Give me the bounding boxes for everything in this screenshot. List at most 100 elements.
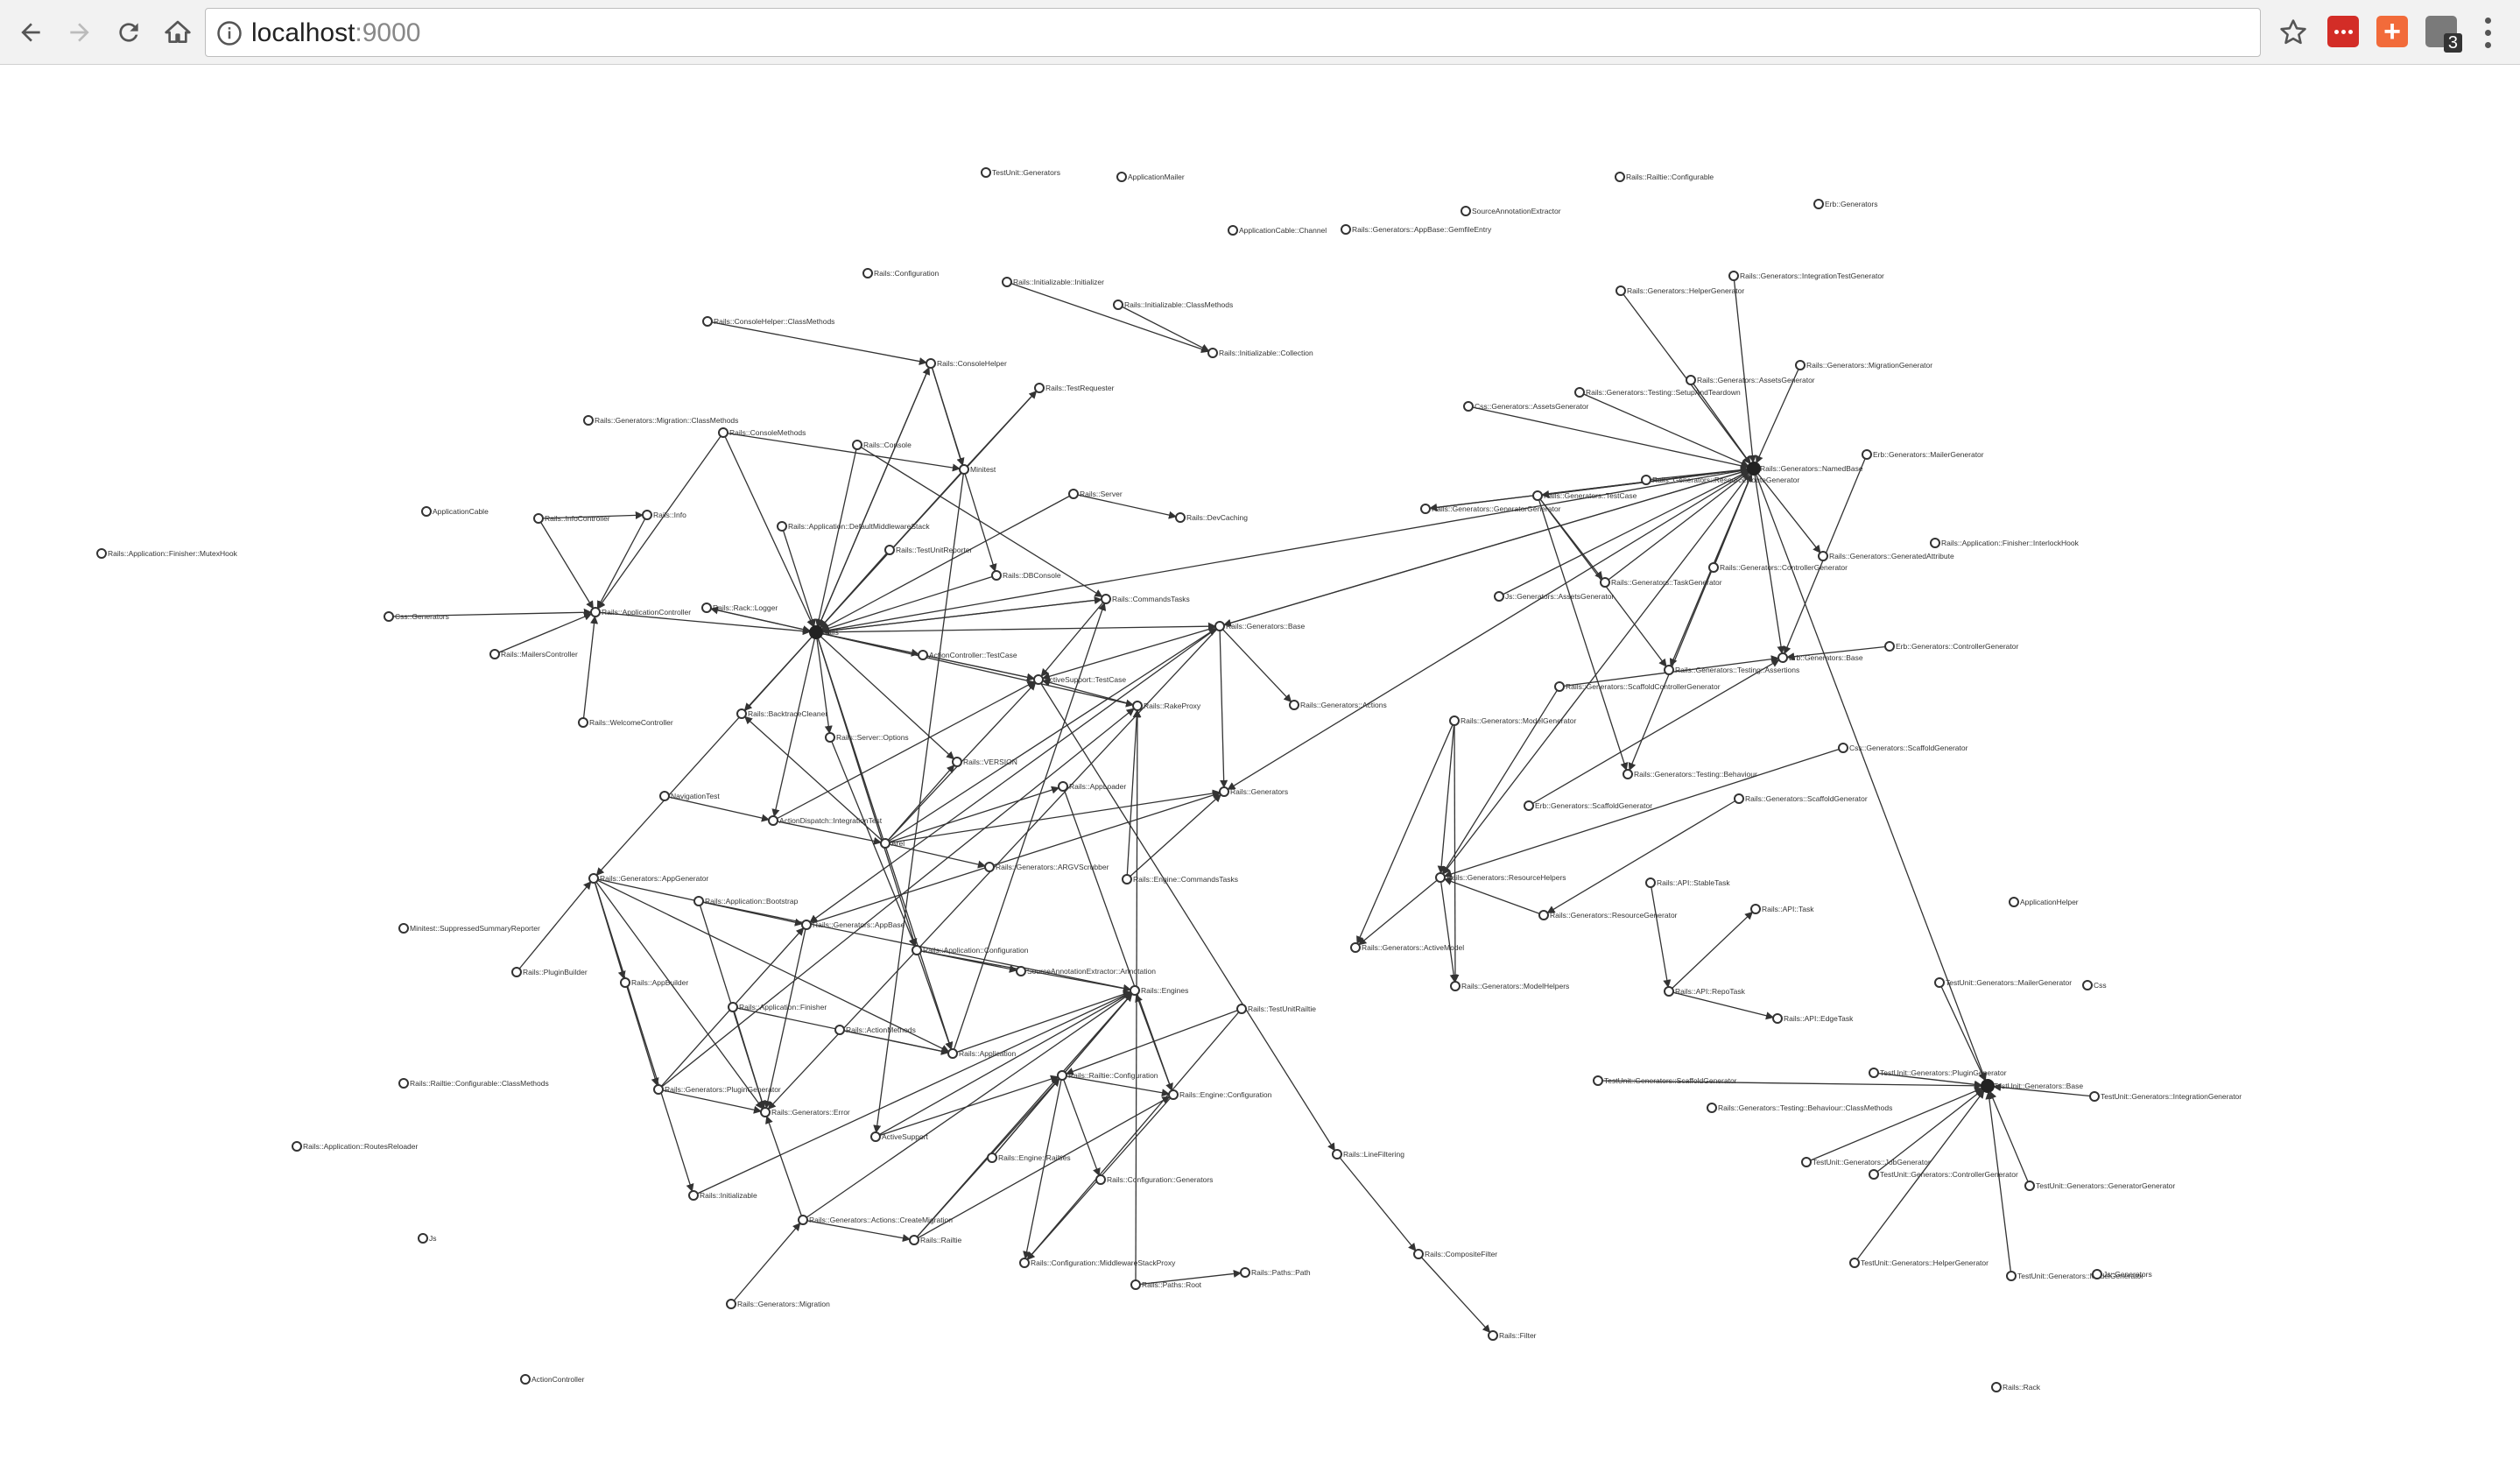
graph-node-circle[interactable] [1750,904,1761,914]
graph-node-circle[interactable] [1019,1258,1030,1268]
graph-node-circle[interactable] [1838,743,1848,753]
graph-node-circle[interactable] [981,167,991,178]
graph-node-circle[interactable] [520,1374,531,1385]
graph-node[interactable]: Js [418,1233,437,1244]
graph-node-circle[interactable] [1101,594,1111,604]
graph-node-circle[interactable] [1168,1089,1179,1100]
graph-node[interactable]: ApplicationMailer [1116,172,1185,182]
graph-node[interactable]: Rails::Engines [1130,985,1188,996]
graph-node[interactable]: NavigationTest [659,791,720,801]
graph-node-circle[interactable] [1532,490,1543,501]
graph-node-circle[interactable] [959,464,969,475]
graph-node-circle[interactable] [1175,512,1186,523]
graph-node[interactable]: Rails::Generators::IntegrationTestGenera… [1728,271,1884,281]
graph-node[interactable]: Css::Generators [384,611,449,622]
graph-node-circle[interactable] [1002,277,1012,287]
graph-node-circle[interactable] [620,977,630,988]
graph-node-circle[interactable] [1034,383,1045,393]
graph-node-circle[interactable] [1058,781,1068,792]
graph-node[interactable]: Rails::Generators::ResourceGenerator [1538,910,1678,920]
graph-node[interactable]: Rails::Generators::Testing::Behaviour::C… [1707,1103,1892,1113]
graph-node[interactable]: Rails::Paths::Path [1240,1267,1311,1278]
graph-node-circle[interactable] [984,862,995,872]
graph-node-circle[interactable] [1420,504,1431,514]
graph-node[interactable]: TestUnit::Generators::GeneratorGenerator [2024,1181,2175,1191]
graph-node[interactable]: Rails::Server [1068,489,1123,499]
graph-node-circle[interactable] [2089,1091,2100,1102]
graph-node-circle[interactable] [1818,551,1828,561]
graph-node[interactable]: Js::Generators [2092,1269,2152,1279]
info-icon[interactable] [216,20,243,46]
graph-node[interactable]: Rails::Railtie [909,1235,962,1245]
graph-node-circle[interactable] [489,649,500,659]
graph-node[interactable]: Rails::API::StableTask [1645,878,1730,888]
graph-node-circle[interactable] [1341,224,1351,235]
graph-node[interactable]: Erb::Generators::MailerGenerator [1862,449,1984,460]
graph-node[interactable]: SourceAnnotationExtractor::Annotation [1016,966,1156,976]
graph-node-circle[interactable] [418,1233,428,1244]
graph-node[interactable]: Rails::Application::Configuration [912,945,1029,955]
graph-node[interactable]: Rails::Filter [1488,1330,1537,1341]
graph-node-circle[interactable] [987,1152,997,1163]
graph-node-circle[interactable] [880,838,890,849]
graph-node-circle[interactable] [292,1141,302,1152]
graph-node-circle[interactable] [862,268,873,278]
graph-node[interactable]: Rails::Paths::Root [1130,1279,1202,1290]
graph-node[interactable]: Rails::Generators::TestCase [1532,490,1637,501]
graph-node-circle[interactable] [1450,981,1461,991]
graph-node[interactable]: Rails::Generators::ResourceHelpers [1435,872,1566,883]
graph-node-circle[interactable] [834,1025,845,1035]
graph-node-circle[interactable] [1435,872,1446,883]
graph-node-circle[interactable] [884,545,895,555]
graph-node[interactable]: Rails::Configuration::MiddlewareStackPro… [1019,1258,1176,1268]
graph-node[interactable]: Rails::ConsoleHelper [926,358,1007,369]
graph-node[interactable]: ActiveSupport [870,1131,929,1142]
graph-node[interactable]: TestUnit::Generators::MailerGenerator [1934,977,2072,988]
graph-node[interactable]: Rails::CompositeFilter [1413,1249,1497,1259]
graph-node[interactable]: Rails::Generators::Testing::Behaviour [1623,769,1757,779]
graph-node-circle[interactable] [1554,681,1565,692]
graph-node-circle[interactable] [1991,1382,2002,1392]
graph-node-circle[interactable] [1016,966,1026,976]
graph-node-circle[interactable] [1615,172,1625,182]
graph-node[interactable]: Rails::Generators::ARGVScrubber [984,862,1109,872]
graph-node[interactable]: Rails::LineFiltering [1332,1149,1404,1159]
graph-node-circle[interactable] [760,1107,771,1117]
graph-node[interactable]: Rails::Generators::Actions::CreateMigrat… [798,1215,953,1225]
graph-node[interactable]: Rails::CommandsTasks [1101,594,1190,604]
graph-node[interactable]: Rails::Generators::AppBase [801,920,905,930]
graph-node-circle[interactable] [1413,1249,1424,1259]
graph-node[interactable]: Rails::Generators::Testing::Assertions [1664,665,1799,675]
graph-node-circle[interactable] [1664,986,1674,997]
graph-node[interactable]: Rails::Generators::ControllerGenerator [1708,562,1848,573]
graph-node-circle[interactable] [1934,977,1945,988]
graph-node-circle[interactable] [1686,375,1696,385]
graph-node[interactable]: TestUnit::Generators::ControllerGenerato… [1869,1169,2018,1180]
graph-node[interactable]: Rails::Generators::Migration [726,1299,830,1309]
graph-node[interactable]: Rails::Generators::ModelHelpers [1450,981,1569,991]
graph-node-circle[interactable] [693,896,704,906]
graph-node-circle[interactable] [2024,1181,2035,1191]
graph-node[interactable]: Js::Generators::AssetsGenerator [1494,591,1614,602]
graph-node[interactable]: Rails::AppBuilder [620,977,688,988]
graph-node-circle[interactable] [2006,1271,2017,1281]
graph-node-circle[interactable] [1132,701,1143,711]
graph-node-circle[interactable] [398,923,409,934]
graph-node[interactable]: TestUnit::Generators [981,167,1060,178]
graph-node-circle[interactable] [578,717,588,728]
graph-node[interactable]: Erb::Generators::ControllerGenerator [1884,641,2018,652]
graph-node-circle[interactable] [768,815,778,826]
graph-node[interactable]: Rails::Generators::Base [1214,621,1306,631]
graph-node[interactable]: Rails::Configuration [862,268,939,278]
graph-node[interactable]: Rails::Railtie::Configurable::ClassMetho… [398,1078,549,1089]
graph-node-circle[interactable] [96,548,107,559]
graph-node-circle[interactable] [1623,769,1633,779]
graph-node-circle[interactable] [642,510,652,520]
graph-node[interactable]: Rails::Application::Finisher::InterlockH… [1930,538,2080,548]
graph-node-circle[interactable] [1289,700,1299,710]
graph-node[interactable]: Rails::PluginBuilder [511,967,588,977]
graph-node-circle[interactable] [1593,1075,1603,1086]
graph-node[interactable]: Minitest [959,464,996,475]
graph-node-circle[interactable] [809,625,823,639]
graph-node-circle[interactable] [825,732,835,743]
